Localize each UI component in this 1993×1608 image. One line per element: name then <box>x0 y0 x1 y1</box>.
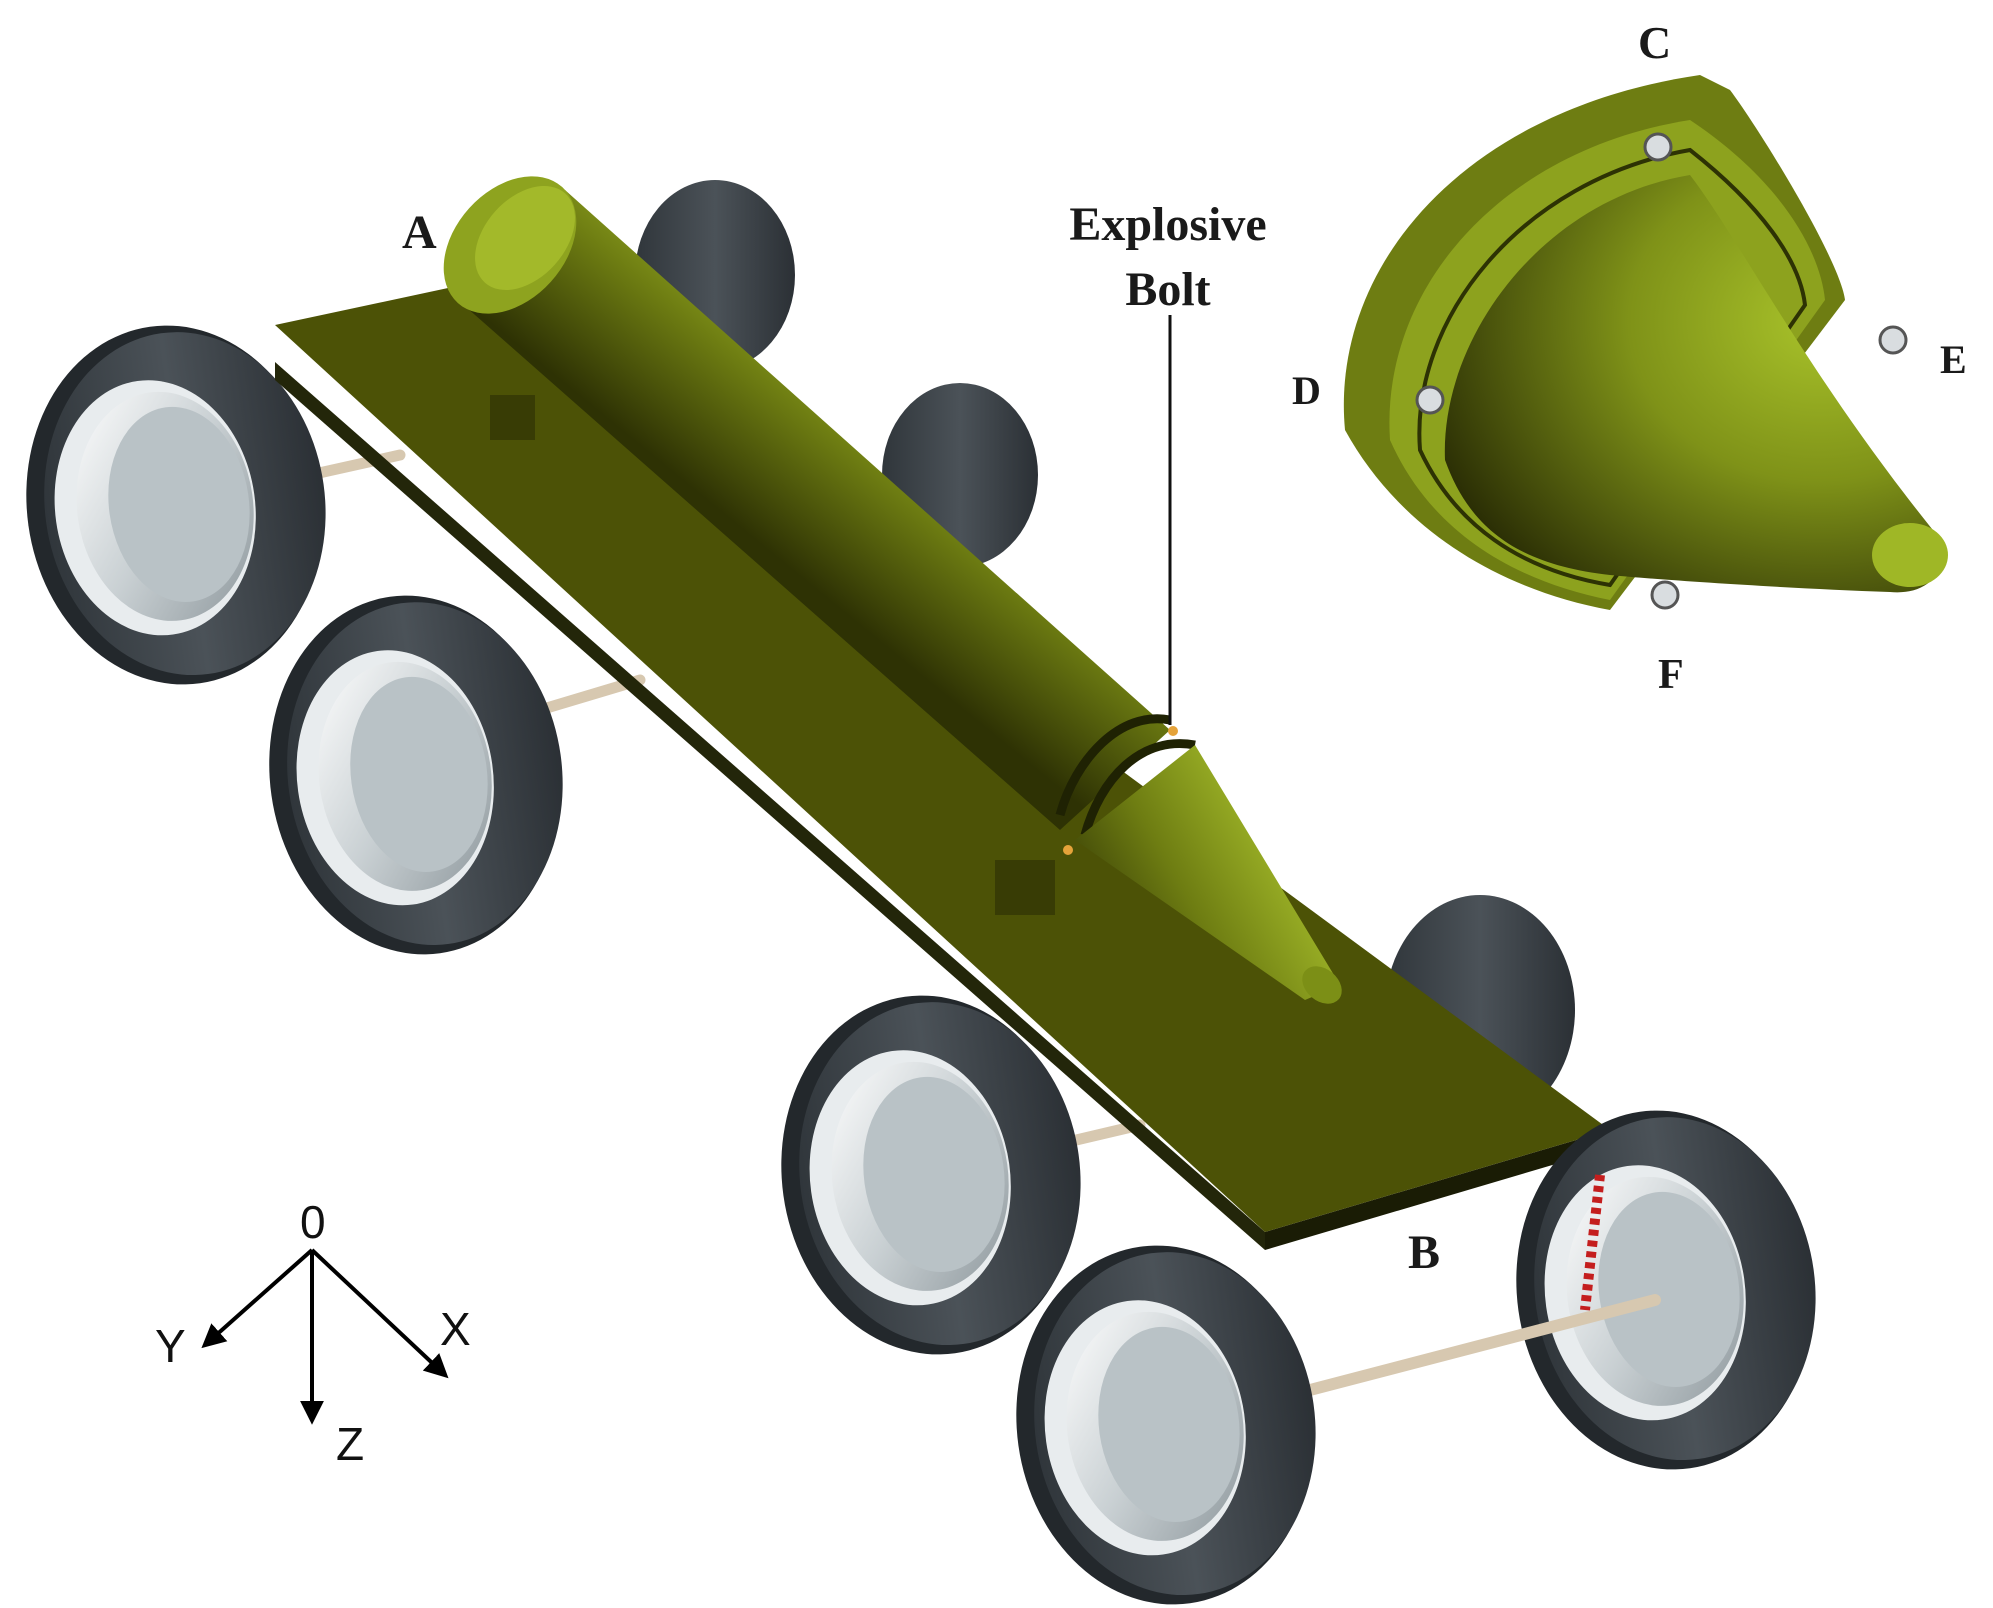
nose-cone-detail <box>1343 75 1948 610</box>
mount-block-front <box>995 860 1055 915</box>
axle-1 <box>304 449 406 481</box>
label-a: A <box>402 206 437 259</box>
nose-cone <box>1075 745 1340 1000</box>
label-e: E <box>1940 337 1967 382</box>
spring-element <box>1580 1174 1605 1311</box>
nose-tip <box>1302 966 1342 1004</box>
label-f: F <box>1658 652 1684 698</box>
mount-block-rear <box>490 395 535 440</box>
platform-front-edge <box>1265 1130 1610 1250</box>
axis-z-label: Z <box>336 1418 364 1470</box>
axis-y-label: Y <box>155 1320 186 1372</box>
wheel-front-right-outer <box>1516 1110 1816 1470</box>
bolt-dot-2 <box>1063 845 1073 855</box>
flange-ring <box>1417 147 1808 588</box>
bolt-c <box>1643 132 1673 162</box>
axis-y-arrow <box>201 1248 314 1349</box>
platform-side <box>275 362 1265 1250</box>
wheel-front-left-outer <box>1016 1245 1316 1605</box>
callout-label-line1: Explosive <box>1069 198 1266 251</box>
wheel-rear-outer <box>26 325 326 685</box>
label-d: D <box>1292 368 1321 413</box>
axis-x-arrow <box>310 1248 449 1379</box>
bolt-f <box>1650 580 1680 610</box>
axes-triad <box>201 1248 449 1425</box>
projectile-body <box>443 176 1342 1004</box>
inset-bolts <box>1415 132 1908 610</box>
joint-ring-2 <box>1080 739 1196 837</box>
cylinder-side <box>458 190 1170 830</box>
inset-cone-tip <box>1872 523 1948 587</box>
callout-label-line2: Bolt <box>1125 263 1210 316</box>
label-c: C <box>1638 17 1671 68</box>
bolt-dot-1 <box>1168 726 1178 736</box>
cylinder-rear-highlight <box>475 185 575 291</box>
label-b: B <box>1408 1226 1440 1279</box>
axis-x-label: X <box>440 1303 471 1355</box>
axis-origin-label: 0 <box>300 1196 326 1248</box>
wheel-rear-inner <box>269 595 563 955</box>
platform <box>275 285 1610 1250</box>
bolt-d <box>1415 385 1445 415</box>
axle-front <box>1304 1294 1661 1396</box>
platform-top <box>275 285 1610 1232</box>
inset-cone <box>1444 175 1945 593</box>
bolt-e <box>1878 325 1908 355</box>
joint-ring-1 <box>1055 714 1171 817</box>
wheel-front-inner <box>781 995 1081 1355</box>
